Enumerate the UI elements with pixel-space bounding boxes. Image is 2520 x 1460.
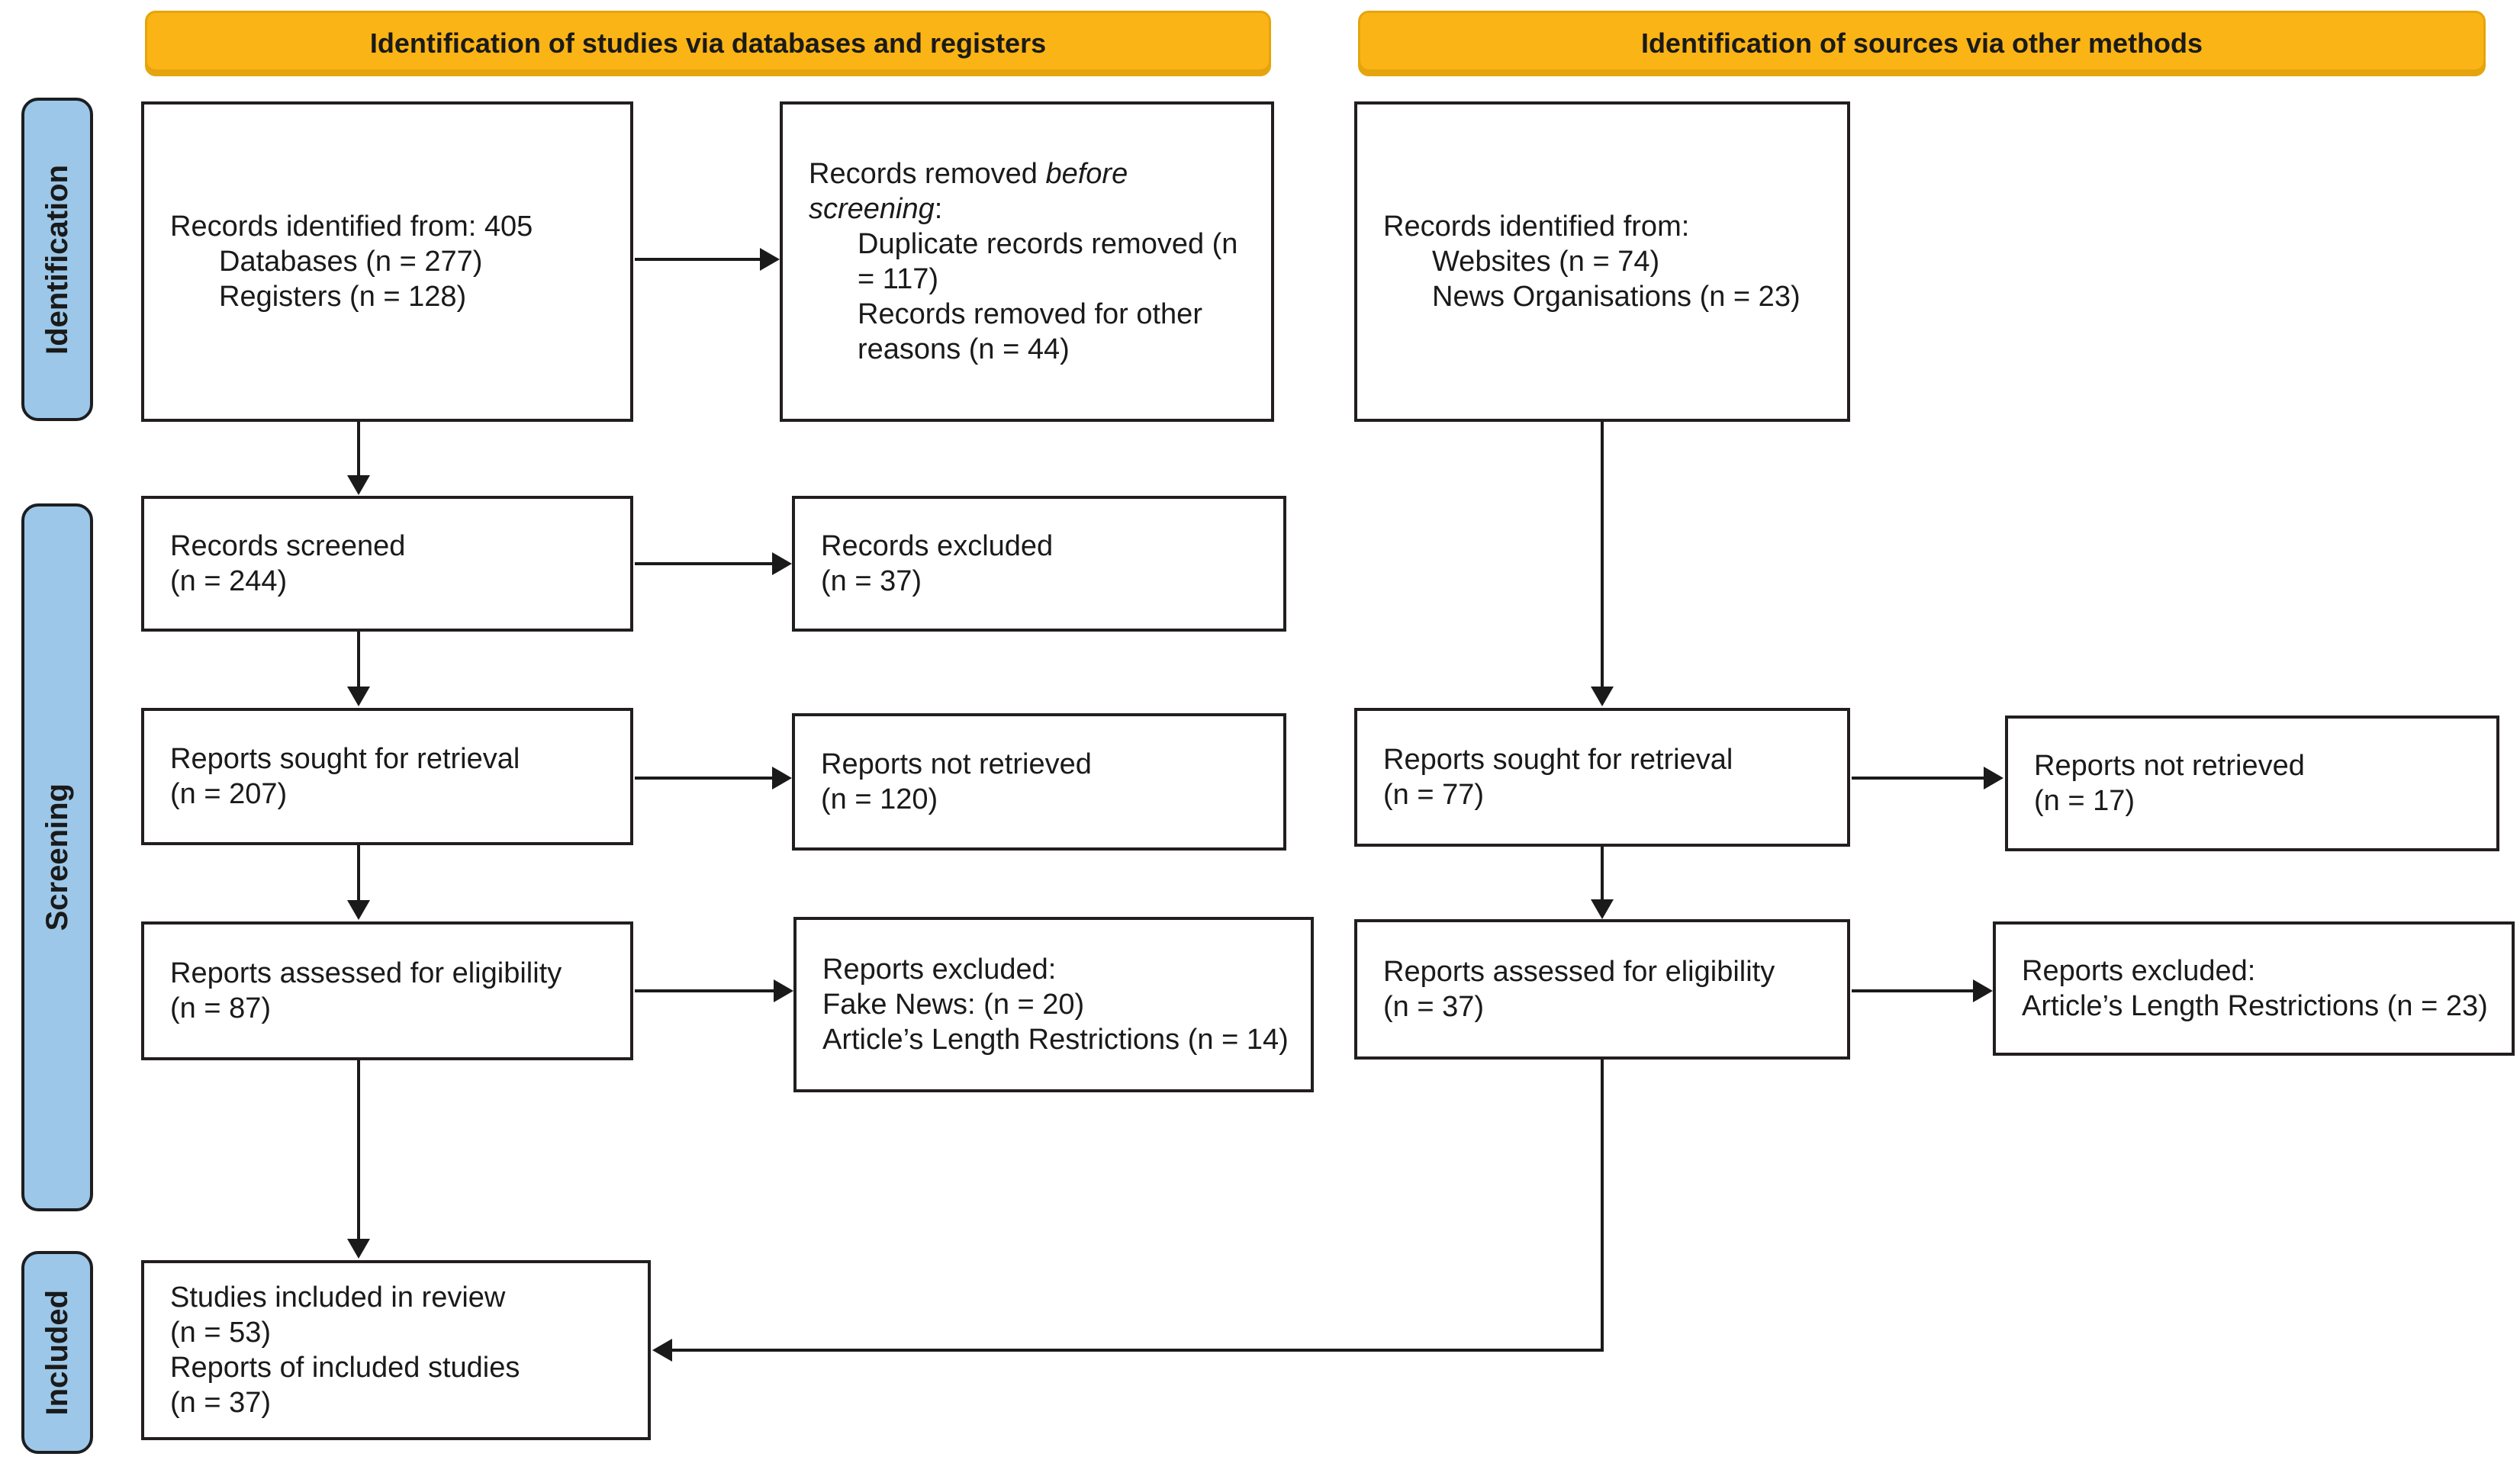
box-records-identified-other: Records identified from: Websites (n = 7… xyxy=(1354,101,1850,422)
phase-label-screening: Screening xyxy=(40,783,74,931)
box-reports-assessed-databases: Reports assessed for eligibility (n = 87… xyxy=(141,921,633,1060)
arrow-sought-to-notretrieved-head xyxy=(772,767,792,789)
box-text: Registers (n = 128) xyxy=(219,281,467,313)
phase-bar-included: Included xyxy=(21,1251,93,1454)
header-databases-registers: Identification of studies via databases … xyxy=(145,11,1271,76)
arrow-screened-to-sought-head xyxy=(347,687,370,706)
box-text: Reports sought for retrieval (n = 207) xyxy=(170,743,520,810)
arrow-other-identified-to-sought-head xyxy=(1591,687,1614,706)
box-text-italic: before screening xyxy=(809,158,1128,225)
arrow-screened-to-sought-line xyxy=(357,632,360,688)
arrow-identified-to-screened-head xyxy=(347,475,370,495)
box-text: Reports excluded: Article’s Length Restr… xyxy=(2022,955,2488,1022)
box-text: Records identified from: 405 xyxy=(170,211,533,243)
box-text: Reports assessed for eligibility (n = 87… xyxy=(170,957,562,1024)
arrow-screened-to-excluded-head xyxy=(772,552,792,575)
arrow-other-sought-to-notretrieved-head xyxy=(1984,767,2003,789)
arrow-sought-to-assessed-head xyxy=(347,900,370,920)
phase-label-included: Included xyxy=(40,1289,74,1416)
arrow-assessed-to-excluded-head xyxy=(774,979,793,1002)
phase-bar-screening: Screening xyxy=(21,503,93,1211)
box-text: Duplicate records removed (n = 117) xyxy=(858,228,1238,295)
arrow-other-sought-to-assessed-line xyxy=(1601,847,1604,901)
header-other-methods-label: Identification of sources via other meth… xyxy=(1640,27,2203,59)
arrow-sought-to-assessed-line xyxy=(357,845,360,902)
box-text: Reports excluded: Fake News: (n = 20) Ar… xyxy=(822,954,1289,1056)
box-text: Websites (n = 74) xyxy=(1432,246,1660,278)
arrow-other-assessed-to-excluded-head xyxy=(1973,979,1993,1002)
box-text: Records removed for other reasons (n = 4… xyxy=(858,298,1202,365)
header-other-methods: Identification of sources via other meth… xyxy=(1358,11,2486,76)
header-databases-registers-label: Identification of studies via databases … xyxy=(369,27,1047,59)
arrow-assessed-to-included-line xyxy=(357,1060,360,1240)
box-text: Reports assessed for eligibility (n = 37… xyxy=(1383,956,1775,1023)
box-text-plain: Records removed xyxy=(809,158,1046,190)
box-reports-sought-other: Reports sought for retrieval (n = 77) xyxy=(1354,708,1850,847)
box-text: Records identified from: xyxy=(1383,211,1690,243)
box-text: Reports not retrieved (n = 17) xyxy=(2034,750,2305,817)
box-reports-excluded-databases: Reports excluded: Fake News: (n = 20) Ar… xyxy=(793,917,1314,1092)
arrow-other-sought-to-notretrieved-line xyxy=(1852,777,1985,780)
box-reports-not-retrieved-other: Reports not retrieved (n = 17) xyxy=(2005,716,2499,851)
box-text: Reports sought for retrieval (n = 77) xyxy=(1383,744,1733,811)
arrow-other-assessed-to-included-vline xyxy=(1601,1060,1604,1352)
arrow-identified-to-removed-head xyxy=(760,248,780,271)
box-reports-not-retrieved-databases: Reports not retrieved (n = 120) xyxy=(792,713,1286,851)
arrow-assessed-to-included-head xyxy=(347,1239,370,1259)
box-studies-included: Studies included in review (n = 53) Repo… xyxy=(141,1260,651,1440)
box-text: Studies included in review (n = 53) Repo… xyxy=(170,1282,520,1419)
box-text-plain: : xyxy=(934,193,943,225)
box-records-removed-before-screening: Records removed before screening: Duplic… xyxy=(780,101,1274,422)
box-reports-sought-databases: Reports sought for retrieval (n = 207) xyxy=(141,708,633,845)
box-text: Databases (n = 277) xyxy=(219,246,483,278)
box-text: Records excluded (n = 37) xyxy=(821,530,1054,597)
arrow-other-assessed-to-excluded-line xyxy=(1852,989,1974,992)
arrow-other-assessed-to-included-hline xyxy=(672,1349,1604,1352)
arrow-other-assessed-to-included-head xyxy=(652,1339,672,1362)
box-text: News Organisations (n = 23) xyxy=(1432,281,1801,313)
box-text: Records screened (n = 244) xyxy=(170,530,406,597)
box-reports-excluded-other: Reports excluded: Article’s Length Restr… xyxy=(1993,921,2515,1056)
arrow-other-identified-to-sought-line xyxy=(1601,422,1604,688)
box-records-screened: Records screened (n = 244) xyxy=(141,496,633,632)
arrow-screened-to-excluded-line xyxy=(635,562,774,565)
box-text: Reports not retrieved (n = 120) xyxy=(821,748,1092,815)
box-reports-assessed-other: Reports assessed for eligibility (n = 37… xyxy=(1354,919,1850,1060)
box-text: Records removed before screening: xyxy=(809,156,1262,227)
arrow-assessed-to-excluded-line xyxy=(635,989,775,992)
phase-label-identification: Identification xyxy=(40,164,74,355)
arrow-sought-to-notretrieved-line xyxy=(635,777,774,780)
arrow-other-sought-to-assessed-head xyxy=(1591,899,1614,919)
box-records-identified-databases: Records identified from: 405 Databases (… xyxy=(141,101,633,422)
box-records-excluded: Records excluded (n = 37) xyxy=(792,496,1286,632)
arrow-identified-to-removed-line xyxy=(635,258,761,261)
arrow-identified-to-screened-line xyxy=(357,422,360,477)
phase-bar-identification: Identification xyxy=(21,98,93,421)
